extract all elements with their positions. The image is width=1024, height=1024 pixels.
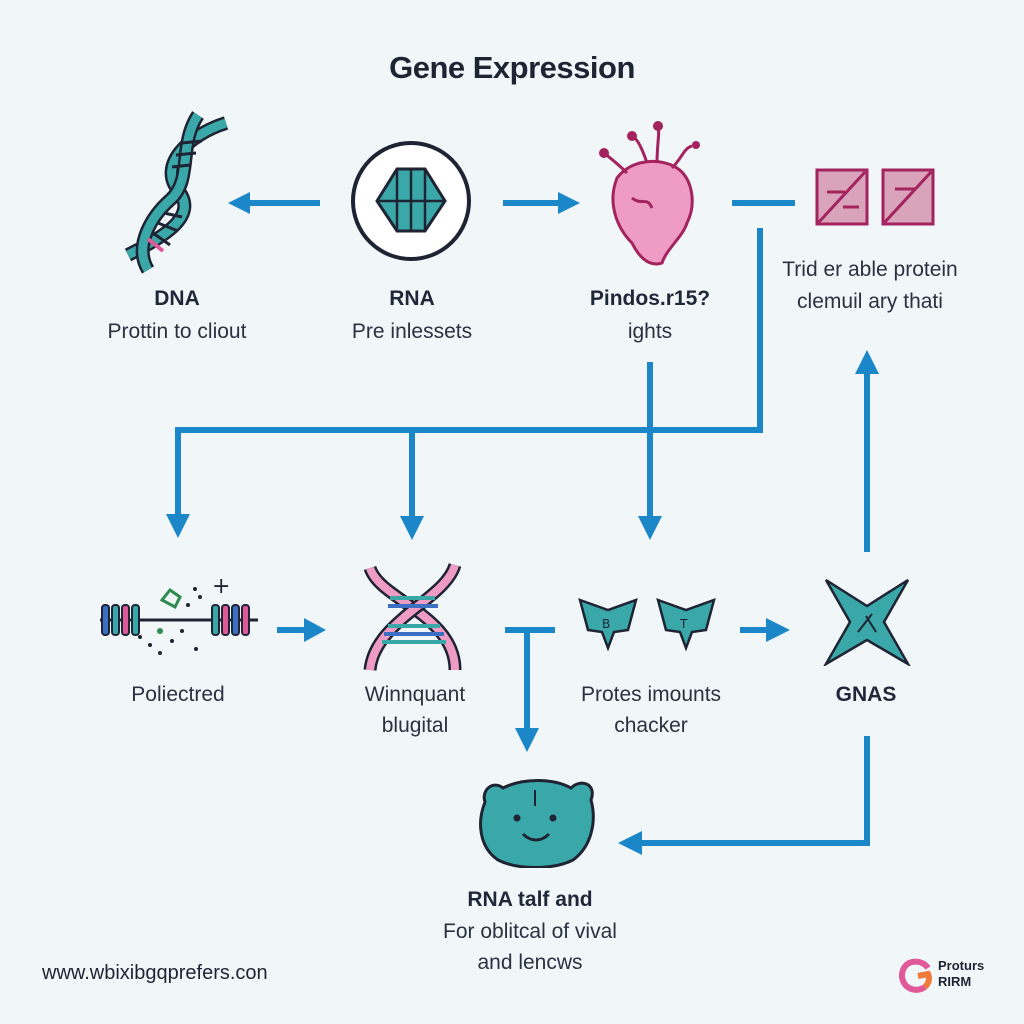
rna-talf-title: RNA talf and — [467, 888, 593, 911]
pindos-title: Pindos.r15? — [589, 287, 711, 310]
mascot-animal-icon — [479, 779, 595, 868]
trid-caption-line1: Trid er able protein — [782, 258, 958, 281]
svg-text:+: + — [212, 575, 230, 599]
brand-logo-text: Proturs RIRM — [938, 958, 984, 990]
dna-caption: Prottin to cliout — [107, 320, 247, 343]
winnquant-caption-line1: Winnquant — [364, 683, 466, 706]
trid-caption-line2: clemuil ary thati — [797, 290, 943, 313]
brand-logo-icon — [898, 958, 932, 993]
protein-wings-icon: B T — [578, 598, 716, 652]
rna-structure-icon — [351, 141, 471, 261]
poliectred-caption: Poliectred — [131, 683, 225, 706]
svg-text:T: T — [679, 617, 688, 631]
pindos-caption: ights — [627, 320, 673, 343]
dna-helix-icon — [124, 111, 229, 274]
rna-talf-caption-line2: and lencws — [477, 951, 583, 974]
brand-logo-line2: RIRM — [938, 974, 972, 989]
protes-caption-line2: chacker — [614, 714, 688, 737]
connector-trid-branch — [175, 228, 763, 516]
polypeptide-chain-icon: + — [100, 575, 258, 655]
rna-title: RNA — [389, 287, 435, 310]
rna-caption: Pre inlessets — [351, 320, 473, 343]
footer-url[interactable]: www.wbixibgqprefers.con — [42, 962, 268, 984]
protes-caption-line1: Protes imounts — [580, 683, 722, 706]
winnquant-caption-line2: blugital — [381, 714, 449, 737]
protein-blob-icon — [599, 121, 700, 266]
svg-text:B: B — [602, 617, 610, 631]
gnas-star-icon — [823, 578, 911, 666]
double-helix-icon — [363, 562, 462, 672]
brand-logo: Proturs RIRM — [898, 956, 1008, 996]
dna-title: DNA — [154, 287, 200, 310]
rna-talf-caption-line1: For oblitcal of vival — [443, 920, 617, 943]
gnas-title: GNAS — [835, 683, 897, 706]
protein-boxes-icon — [815, 168, 935, 226]
page-title: Gene Expression — [389, 50, 635, 85]
arrow-gnas-to-rna-talf — [640, 736, 870, 846]
brand-logo-line1: Proturs — [938, 958, 985, 973]
